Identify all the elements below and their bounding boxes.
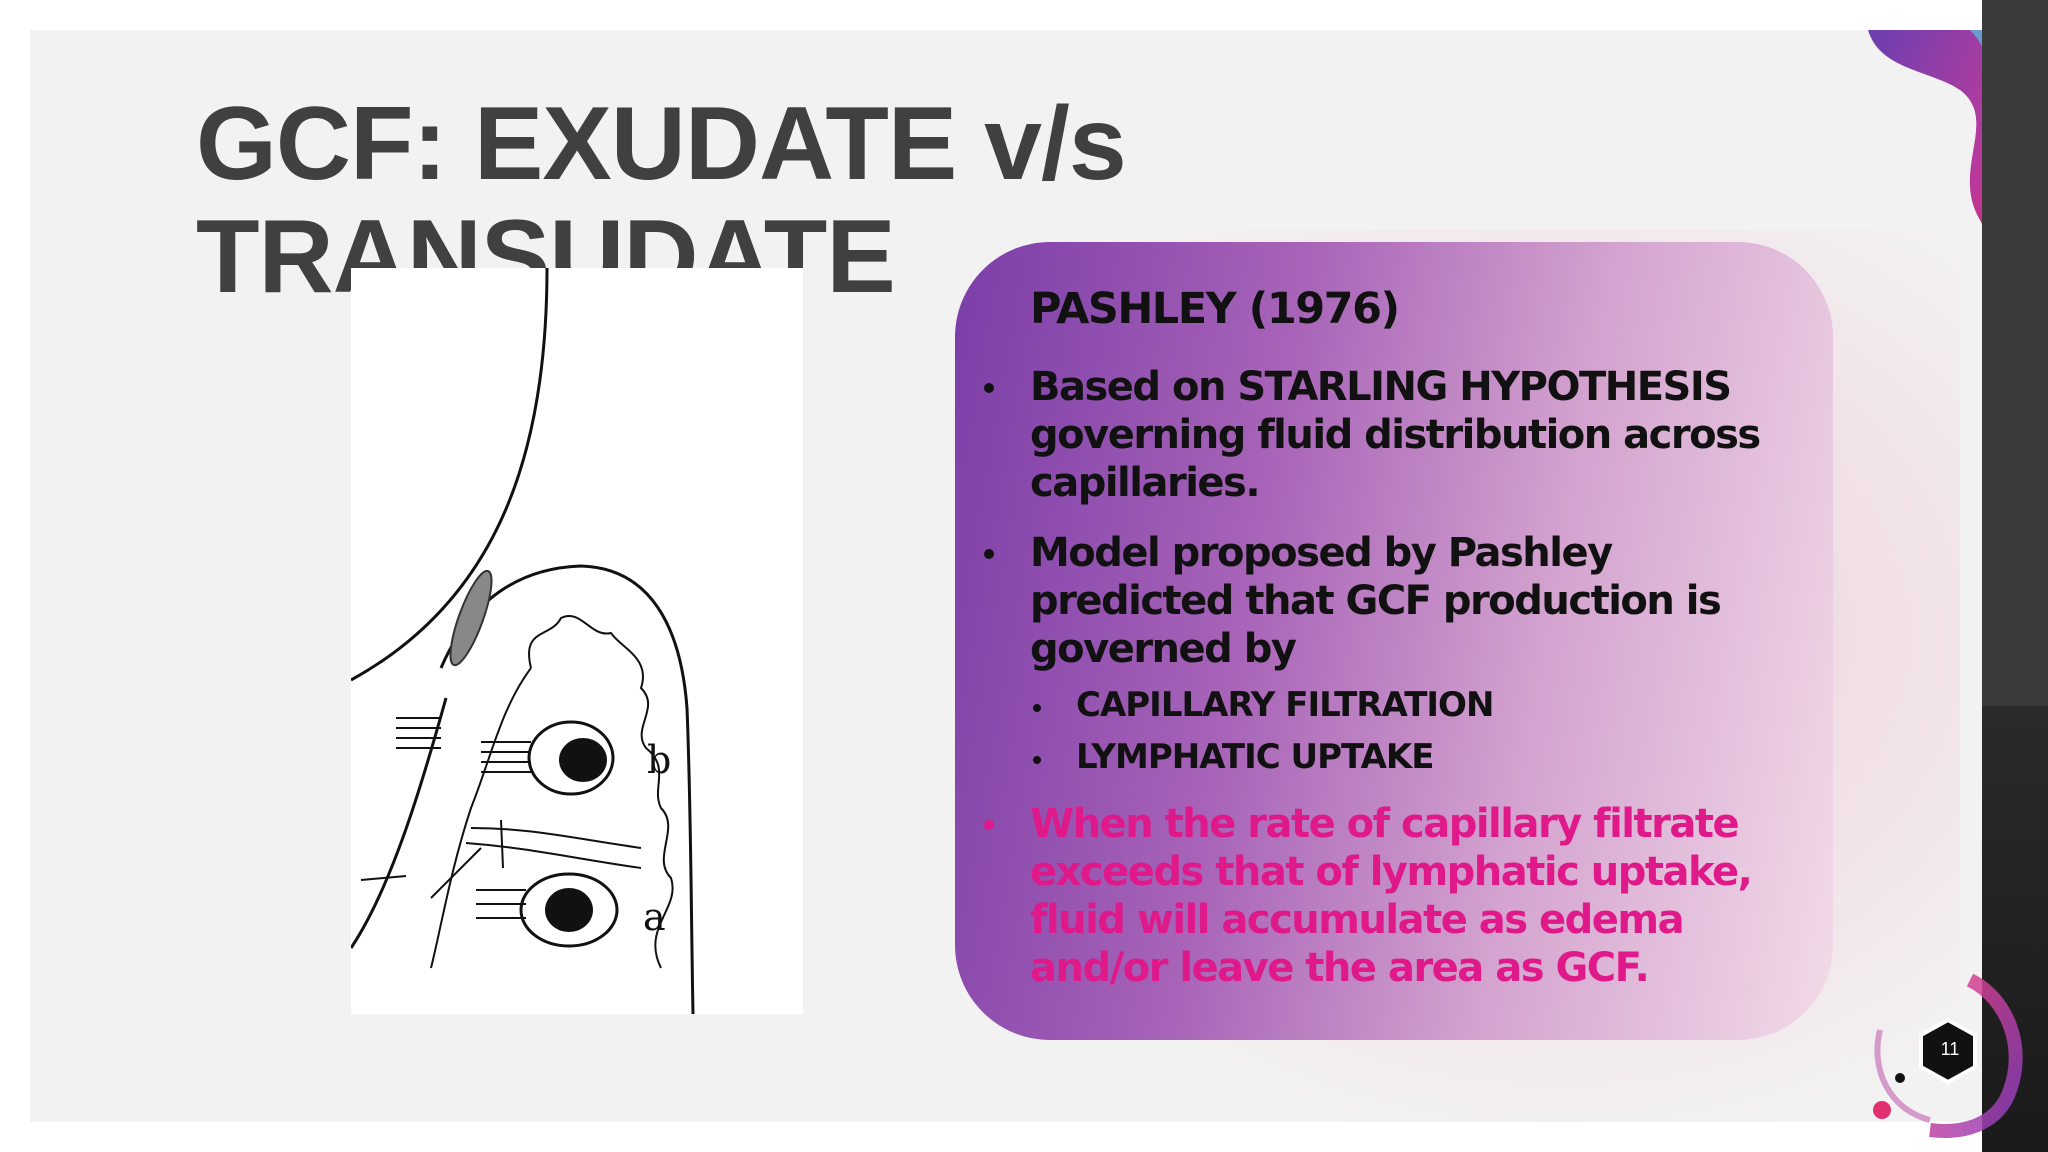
- bullet-dot-1: [984, 383, 994, 393]
- subbullet-dot-1: [1033, 704, 1041, 712]
- filtration-arrows-b: [481, 741, 531, 773]
- bullet-3-highlight: When the rate of capillary filtrate exce…: [1030, 800, 1790, 992]
- bullet-2-line-3: governed by: [1030, 626, 1297, 672]
- bullet-2: Model proposed by Pashley predicted that…: [1030, 529, 1790, 673]
- label-a: a: [643, 895, 666, 939]
- connective-tissue-border: [528, 615, 674, 969]
- gingival-sulcus-diagram: b a: [351, 268, 803, 1014]
- title-line-1: GCF: EXUDATE v/s: [196, 86, 1127, 202]
- bullet-1: Based on STARLING HYPOTHESIS governing f…: [1030, 363, 1790, 507]
- bullet-1-line-2: governing fluid distribution across: [1030, 412, 1761, 458]
- diagram-drawing: b a: [351, 268, 695, 1014]
- down-arrow: [500, 819, 504, 869]
- vessel-b-outline: [527, 720, 615, 796]
- vessel-b-core: [559, 738, 607, 782]
- tooth-outline: [351, 268, 549, 682]
- gingiva-outline: [439, 564, 695, 1014]
- bullet-2-line-2: predicted that GCF production is: [1030, 578, 1722, 624]
- outflow-arrows: [396, 717, 441, 749]
- right-edge-strip-top: [1982, 0, 2048, 706]
- label-b: b: [647, 738, 671, 782]
- panel-heading: PASHLEY (1976): [1030, 284, 1400, 334]
- bullet-2-line-1: Model proposed by Pashley: [1030, 530, 1613, 576]
- bullet-3-line-3: fluid will accumulate as edema: [1030, 897, 1685, 943]
- junctional-epithelium: [449, 569, 493, 667]
- vessel-a-outline: [519, 872, 619, 948]
- diagonal-arrow: [430, 847, 482, 899]
- bullet-dot-2: [984, 549, 994, 559]
- exit-arrow: [360, 875, 407, 881]
- epithelium-border: [430, 667, 532, 969]
- page-number: 11: [1940, 1039, 1960, 1059]
- lymph-line-1: [470, 827, 642, 849]
- bullet-dot-3: [984, 820, 994, 830]
- bullet-3-line-1: When the rate of capillary filtrate: [1030, 801, 1740, 847]
- lymph-line-2: [465, 842, 642, 869]
- content-panel: [955, 242, 1833, 1040]
- subitem-capillary-filtration: CAPILLARY FILTRATION: [1076, 685, 1494, 725]
- sulcus-line: [351, 697, 448, 949]
- subitem-lymphatic-uptake: LYMPHATIC UPTAKE: [1076, 737, 1434, 777]
- bullet-1-line-3: capillaries.: [1030, 460, 1261, 506]
- decorative-swirl-top: [1868, 30, 1982, 225]
- subbullet-dot-2: [1033, 756, 1041, 764]
- decorative-hexagon-badge: [1873, 973, 2023, 1138]
- bullet-3-line-4: and/or leave the area as GCF.: [1030, 945, 1650, 991]
- bullet-1-line-1: Based on STARLING HYPOTHESIS: [1030, 364, 1732, 410]
- vessel-a-core: [545, 888, 593, 932]
- filtration-arrows-a: [476, 889, 526, 919]
- bullet-3-line-2: exceeds that of lymphatic uptake,: [1030, 849, 1753, 895]
- slide-title: GCF: EXUDATE v/s TRANSUDATE: [196, 86, 1127, 314]
